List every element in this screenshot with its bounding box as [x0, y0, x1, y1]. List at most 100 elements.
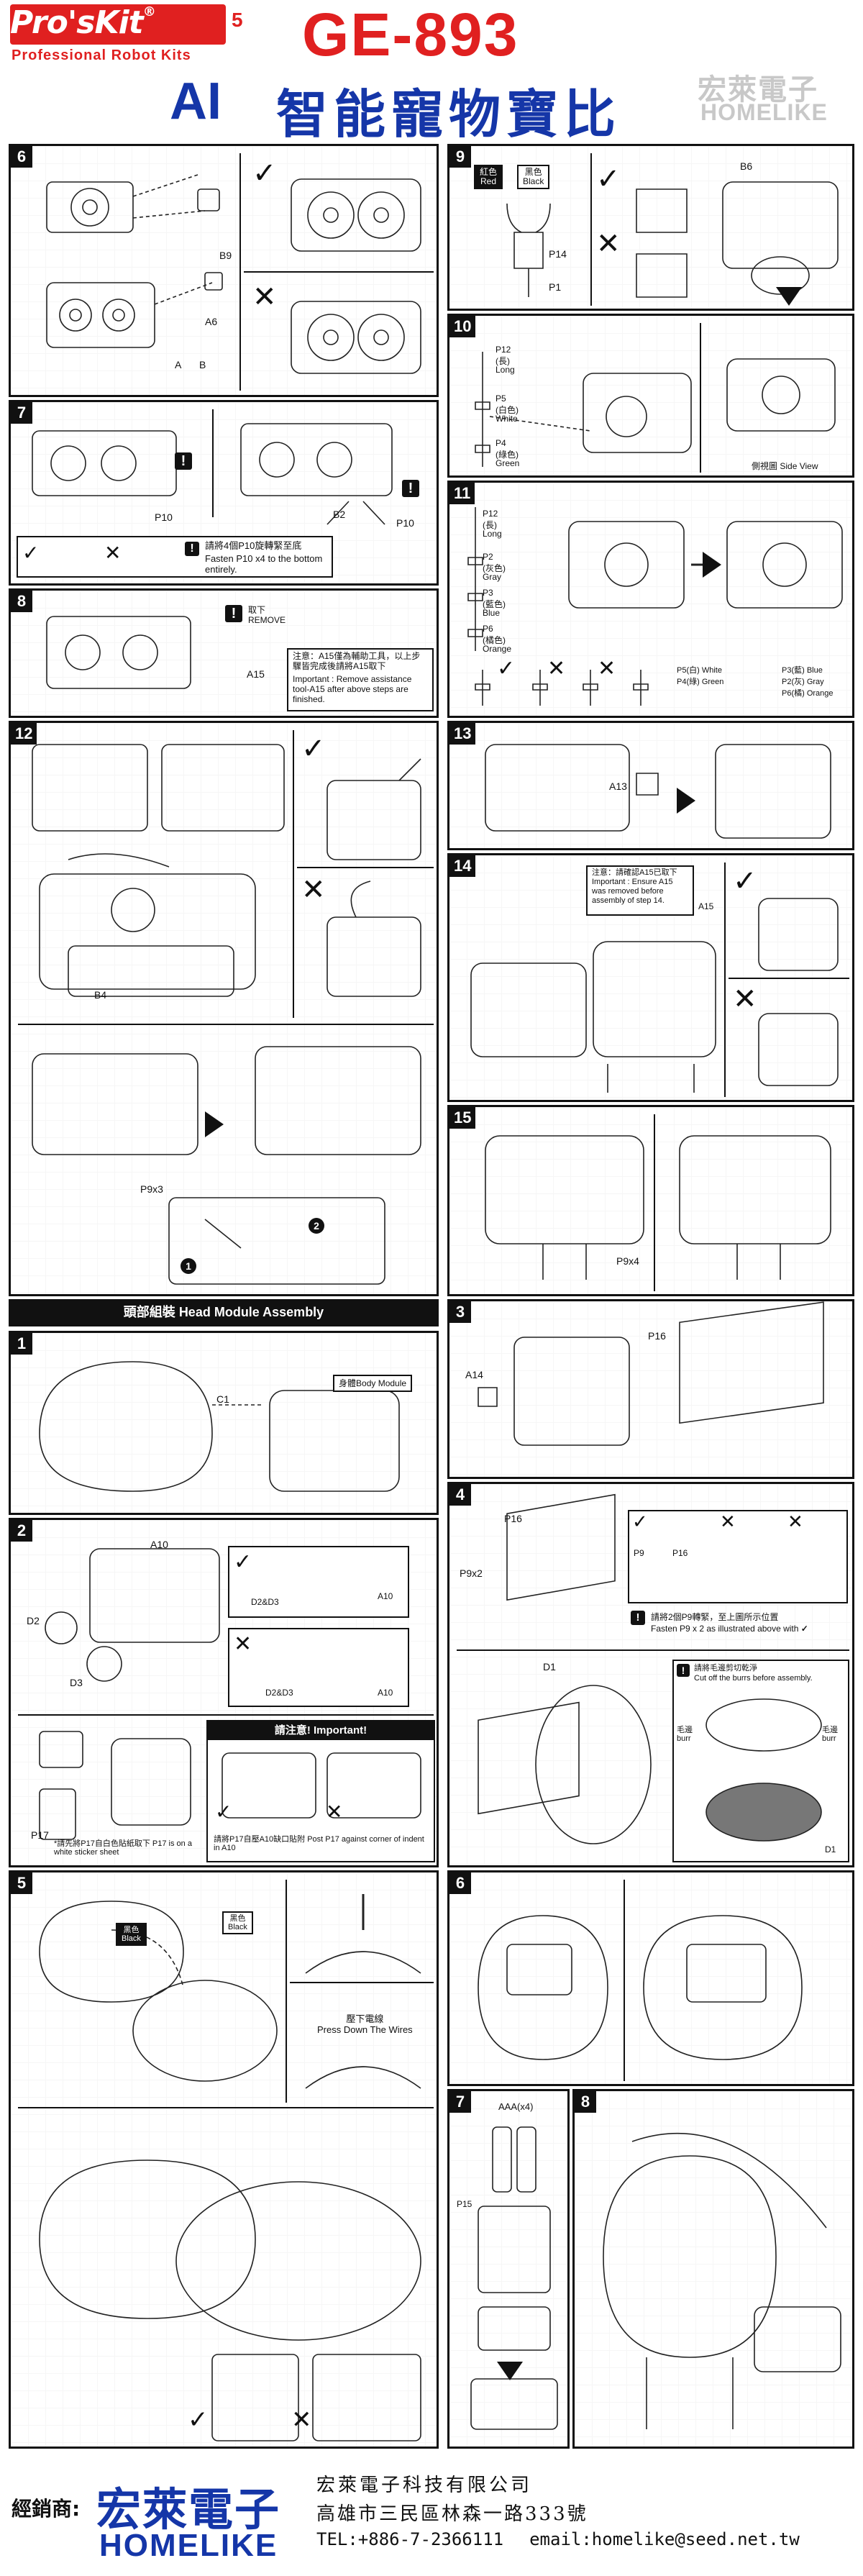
- part-label-p4-en: Green: [496, 458, 520, 468]
- screw-note-en: Fasten P9 x 2 as illustrated above with …: [651, 1624, 808, 1634]
- step-number: 8: [11, 591, 32, 612]
- company-contact: TEL:+886-7-2366111 email:homelike@seed.ne…: [316, 2529, 826, 2549]
- footer-brand-en: HOMELIKE: [99, 2528, 278, 2563]
- part-label-b4: B4: [94, 989, 107, 1001]
- company-address: 高雄市三民區林森一路333號: [316, 2503, 588, 2525]
- important-note-en: Important : Remove assistance tool-A15 a…: [293, 674, 412, 704]
- screw-depth-box: ✓ ✕ ✕ P9 P16: [628, 1510, 848, 1603]
- sticker-position-note: 請將P17自壓A10缺口貼附 Post P17 against corner o…: [214, 1835, 424, 1852]
- divider: [297, 867, 434, 868]
- brand-logo-box: [10, 4, 226, 45]
- step-number: 14: [449, 855, 476, 877]
- cross-icon: ✕: [547, 656, 566, 681]
- part-label-p2-cn: (灰色): [483, 563, 506, 573]
- step-number: 9: [449, 146, 471, 168]
- cross-icon: ✕: [596, 227, 621, 260]
- part-label-b: B: [199, 359, 206, 370]
- head-compare-sketch: [744, 884, 852, 1100]
- check-icon: ✓: [497, 656, 516, 681]
- step-number: 11: [449, 483, 475, 504]
- step-15-panel: 15 P9x4: [447, 1105, 854, 1296]
- company-email[interactable]: email:homelike@seed.net.tw: [529, 2529, 800, 2549]
- part-label-p17: P17: [31, 1829, 49, 1841]
- part-label-p12-en: Long: [483, 529, 502, 539]
- head-close-sketch: [25, 2117, 435, 2448]
- step-number: 5: [11, 1872, 32, 1894]
- wrong-orientation-box: ✕ D2&D3 A10: [228, 1628, 409, 1707]
- company-tel: TEL:+886-7-2366111: [316, 2529, 504, 2549]
- important-note-box: 注意：A15僅為輔助工具，以上步驟皆完成後請將A15取下 Important :…: [287, 648, 434, 711]
- page-footer: 經銷商: 宏萊電子 HOMELIKE 宏萊電子科技有限公司 高雄市三民區林森一路…: [0, 2453, 863, 2576]
- head-step-1-panel: 1 C1 身體Body Module: [9, 1331, 439, 1515]
- divider: [624, 1880, 625, 2081]
- part-label-p10: P10: [155, 511, 173, 523]
- step-number: 8: [575, 2091, 596, 2113]
- part-label-p1: P1: [549, 281, 562, 293]
- check-icon: ✓: [22, 541, 40, 565]
- divider: [729, 978, 849, 979]
- part-label-p12: P12: [496, 345, 511, 355]
- arrow-right-icon: [703, 552, 721, 578]
- part-label-d1: D1: [825, 1844, 836, 1854]
- divider: [239, 153, 241, 391]
- important-title: 請注意! Important!: [208, 1721, 434, 1740]
- step-7-panel: 7 ! ! P10 B2 P10 ✓ ✕ ! 請將4個P10旋轉緊至底 Fast…: [9, 400, 439, 586]
- head-step-2-panel: 2 A10 D2 D3 ✓ D2&D3 A10 ✕ D2&D3 A10 P17 …: [9, 1518, 439, 1867]
- step-number: 7: [11, 402, 32, 424]
- cross-icon: ✕: [733, 983, 757, 1016]
- part-label-a: A: [175, 359, 182, 370]
- eye-cover-sketch: [471, 1664, 658, 1858]
- warning-icon: !: [677, 1664, 690, 1677]
- part-label-p14: P14: [549, 248, 567, 260]
- head-mount-sketch: [464, 920, 723, 1100]
- step-11-panel: 11 P12 (長) Long P2 (灰色) Gray P3 (藍色) Blu…: [447, 481, 854, 718]
- sticker-note: *請先將P17自白色貼紙取下 P17 is on a white sticker…: [54, 1839, 192, 1857]
- step-6-panel: 6 B9 A6 A B ✓ ✕: [9, 144, 439, 397]
- head-step-8-panel: 8: [572, 2089, 854, 2449]
- divider: [590, 153, 592, 306]
- brand-tagline: Professional Robot Kits: [12, 47, 191, 63]
- step-8-panel: 8 ! 取下 REMOVE A15 注意：A15僅為輔助工具，以上步驟皆完成後請…: [9, 588, 439, 718]
- part-label-p5: P5: [496, 393, 506, 404]
- remove-label-en: REMOVE: [248, 615, 286, 625]
- part-label-a10: A10: [378, 1591, 393, 1601]
- distributor-label: 經銷商:: [12, 2497, 81, 2521]
- part-label-p3-en: Blue: [483, 608, 501, 618]
- part-label-p4: P4: [496, 438, 506, 448]
- press-wire-sketch: [291, 1887, 435, 2103]
- warning-icon: !: [402, 480, 419, 497]
- arrow-down-icon: [497, 2362, 523, 2380]
- arrow-down-icon: [776, 287, 802, 306]
- board-screw-sketch: [471, 1506, 629, 1642]
- burr-oval-sketch: [695, 1693, 832, 1757]
- check-icon: ✓: [596, 163, 621, 196]
- part-label-p10: P10: [396, 517, 414, 529]
- gear-pair-wrong-sketch: [284, 294, 428, 381]
- part-label-a15: A15: [698, 901, 714, 911]
- cross-icon: ✕: [104, 541, 122, 565]
- battery-label: AAA(x4): [498, 2101, 534, 2112]
- cross-icon: ✕: [234, 1631, 252, 1657]
- part-label-p12-en: Long: [496, 365, 515, 375]
- sticker-position-sketch: [215, 1746, 428, 1825]
- warning-icon: !: [185, 542, 199, 556]
- cross-icon: ✕: [720, 1511, 736, 1533]
- part-label-b2: B2: [333, 509, 346, 520]
- product-title-ai: AI: [170, 73, 222, 130]
- warning-icon: !: [175, 452, 192, 470]
- footer-brand-cn: 宏萊電子: [96, 2483, 281, 2536]
- divider: [290, 1982, 434, 1983]
- cross-icon: ✕: [787, 1511, 803, 1533]
- body-module-tag: 身體Body Module: [333, 1375, 413, 1392]
- side-view-label: 側視圖 Side View: [752, 461, 818, 471]
- fasten-note-box: ✓ ✕ ! 請將4個P10旋轉緊至底 Fasten P10 x4 to the …: [17, 536, 333, 578]
- cross-icon: ✕: [326, 1800, 343, 1824]
- part-label-p12-cn: (長): [496, 356, 510, 366]
- part-label-a6: A6: [205, 316, 218, 327]
- part-label-b9: B9: [219, 250, 232, 261]
- divider: [212, 409, 214, 517]
- check-icon: ✓: [234, 1549, 252, 1575]
- watermark-cn: 宏萊電子: [698, 73, 818, 106]
- part-label-p9x2: P9x2: [460, 1567, 483, 1579]
